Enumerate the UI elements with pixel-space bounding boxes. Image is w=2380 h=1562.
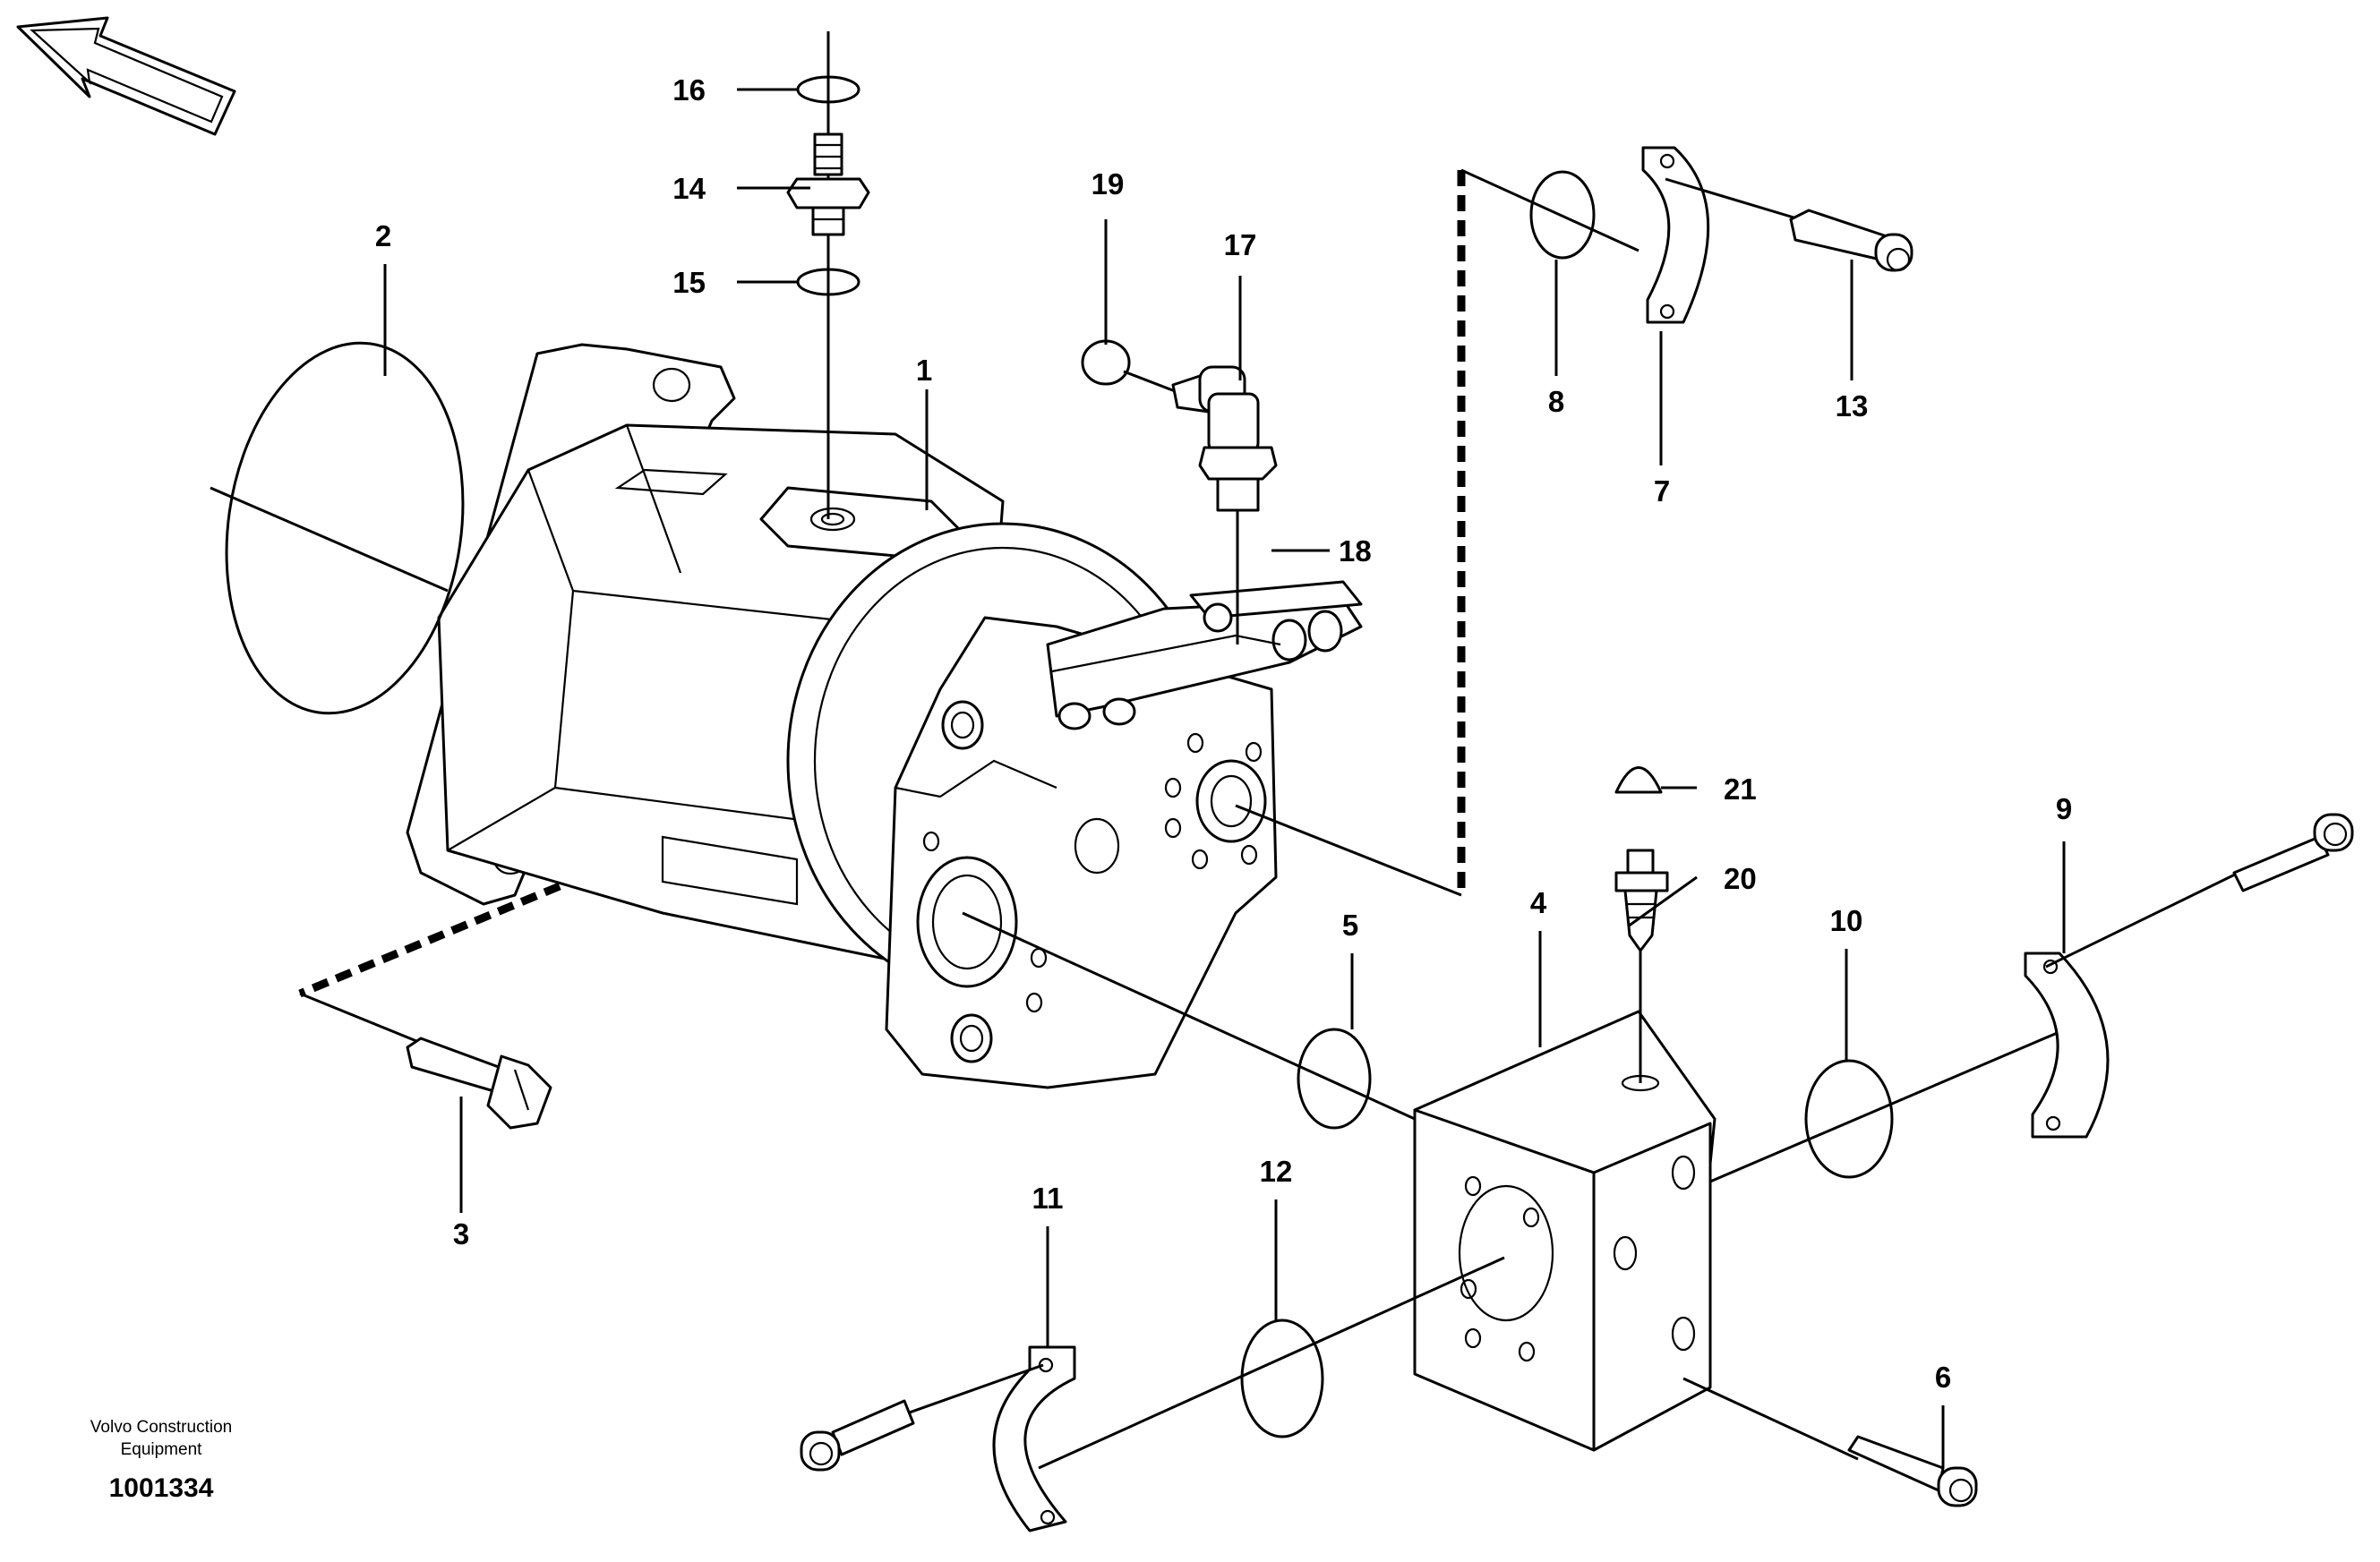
callout-2: 2 (375, 219, 391, 252)
o-ring-12 (1240, 1319, 1324, 1438)
callout-16: 16 (672, 73, 706, 107)
o-ring-2 (225, 341, 465, 715)
o-ring-5 (1297, 1028, 1372, 1130)
half-clamp-7 (1641, 146, 1710, 324)
callout-1: 1 (916, 354, 932, 387)
bleed-plug-20 (1614, 849, 1669, 952)
callout-10: 10 (1830, 904, 1863, 937)
o-ring-16 (796, 75, 860, 104)
o-ring-8 (1529, 170, 1596, 260)
bolt-9-side (2232, 813, 2354, 892)
o-ring-19 (1081, 339, 1131, 386)
footer: Volvo Construction Equipment 1001334 (90, 1418, 232, 1503)
callout-9: 9 (2056, 792, 2072, 825)
o-ring-15 (796, 268, 860, 296)
half-clamp-9 (2024, 952, 2110, 1139)
callout-13: 13 (1836, 389, 1869, 423)
callout-12: 12 (1260, 1155, 1293, 1188)
cap-21 (1614, 766, 1663, 794)
callout-7: 7 (1654, 474, 1670, 508)
bolt-11-side (800, 1399, 915, 1472)
callout-labels: 1 2 3 4 5 6 7 8 9 10 11 12 13 14 15 16 1… (375, 73, 2072, 1394)
callout-18: 18 (1339, 534, 1372, 568)
callout-8: 8 (1548, 385, 1564, 418)
callout-5: 5 (1342, 909, 1358, 942)
company-line-2: Equipment (121, 1440, 203, 1459)
direction-arrow-icon (16, 16, 236, 136)
elbow-fitting-17 (1171, 365, 1278, 512)
callout-14: 14 (672, 172, 706, 205)
callout-11: 11 (1032, 1182, 1064, 1215)
company-line-1: Volvo Construction (90, 1418, 232, 1437)
leader-lines (383, 88, 2066, 1468)
fitting-14 (786, 132, 870, 236)
callout-6: 6 (1935, 1361, 1951, 1394)
callout-15: 15 (672, 266, 706, 299)
bolt-3 (406, 1037, 552, 1130)
callout-21: 21 (1724, 772, 1757, 806)
bolt-6 (1847, 1435, 1978, 1507)
callout-4: 4 (1530, 886, 1547, 919)
adapter-block-4 (1413, 1010, 1717, 1452)
callout-3: 3 (453, 1217, 469, 1250)
pump-assembly (406, 343, 1363, 1089)
callout-20: 20 (1724, 862, 1757, 895)
bolt-13 (1789, 209, 1913, 272)
half-clamp-11 (992, 1345, 1076, 1532)
callout-17: 17 (1224, 228, 1257, 261)
document-number: 1001334 (109, 1473, 214, 1503)
callout-19: 19 (1092, 167, 1125, 201)
o-ring-10 (1804, 1059, 1894, 1179)
